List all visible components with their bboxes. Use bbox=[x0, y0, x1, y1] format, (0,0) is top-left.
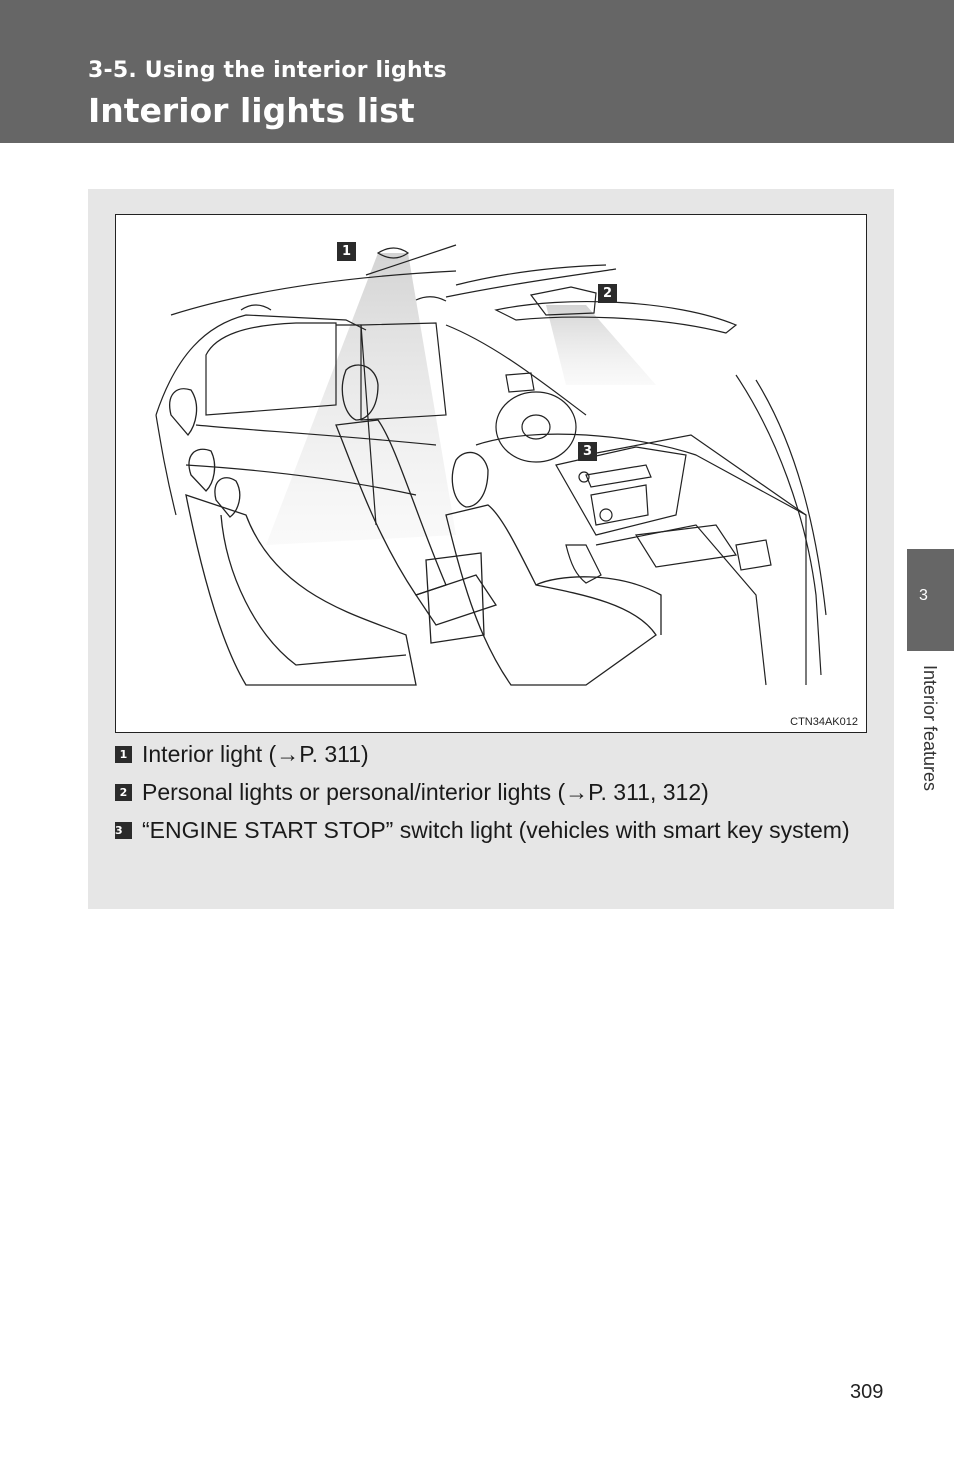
legend-marker-3: 3 bbox=[115, 822, 132, 839]
legend-list: 1 Interior light (→P. 311) 2 Personal li… bbox=[115, 737, 859, 851]
dashboard bbox=[495, 372, 772, 584]
page-title: Interior lights list bbox=[88, 91, 415, 130]
light-beam-2 bbox=[546, 305, 656, 385]
chapter-tab[interactable]: 3 bbox=[907, 549, 954, 651]
car-interior-drawing bbox=[155, 244, 827, 686]
chapter-label-text: Interior features bbox=[920, 665, 940, 792]
roof-lines bbox=[170, 244, 738, 334]
callout-marker-2: 2 bbox=[598, 284, 617, 303]
car-body-outline bbox=[155, 314, 827, 686]
page-number: 309 bbox=[850, 1381, 884, 1403]
legend-text: Personal lights or personal/interior lig… bbox=[142, 779, 709, 805]
legend-item: 2 Personal lights or personal/interior l… bbox=[115, 775, 859, 809]
figure-code: CTN34AK012 bbox=[790, 716, 858, 728]
legend-item: 1 Interior light (→P. 311) bbox=[115, 737, 859, 771]
legend-text: “ENGINE START STOP” switch light (vehicl… bbox=[142, 817, 850, 843]
section-title: 3-5. Using the interior lights bbox=[88, 58, 447, 83]
legend-text: Interior light (→P. 311) bbox=[142, 741, 369, 767]
chapter-number: 3 bbox=[919, 587, 928, 604]
seats bbox=[169, 364, 662, 686]
content-panel: 1 2 3 CTN34AK012 1 Interior light (→P. 3… bbox=[88, 189, 894, 909]
page-header: 3-5. Using the interior lights Interior … bbox=[0, 0, 954, 143]
callout-marker-1: 1 bbox=[337, 242, 356, 261]
legend-marker-2: 2 bbox=[115, 784, 132, 801]
legend-marker-1: 1 bbox=[115, 746, 132, 763]
chapter-label: Interior features bbox=[913, 665, 943, 825]
callout-marker-3: 3 bbox=[578, 442, 597, 461]
legend-item: 3 “ENGINE START STOP” switch light (vehi… bbox=[115, 813, 859, 847]
car-interior-illustration: 1 2 3 CTN34AK012 bbox=[115, 214, 867, 733]
